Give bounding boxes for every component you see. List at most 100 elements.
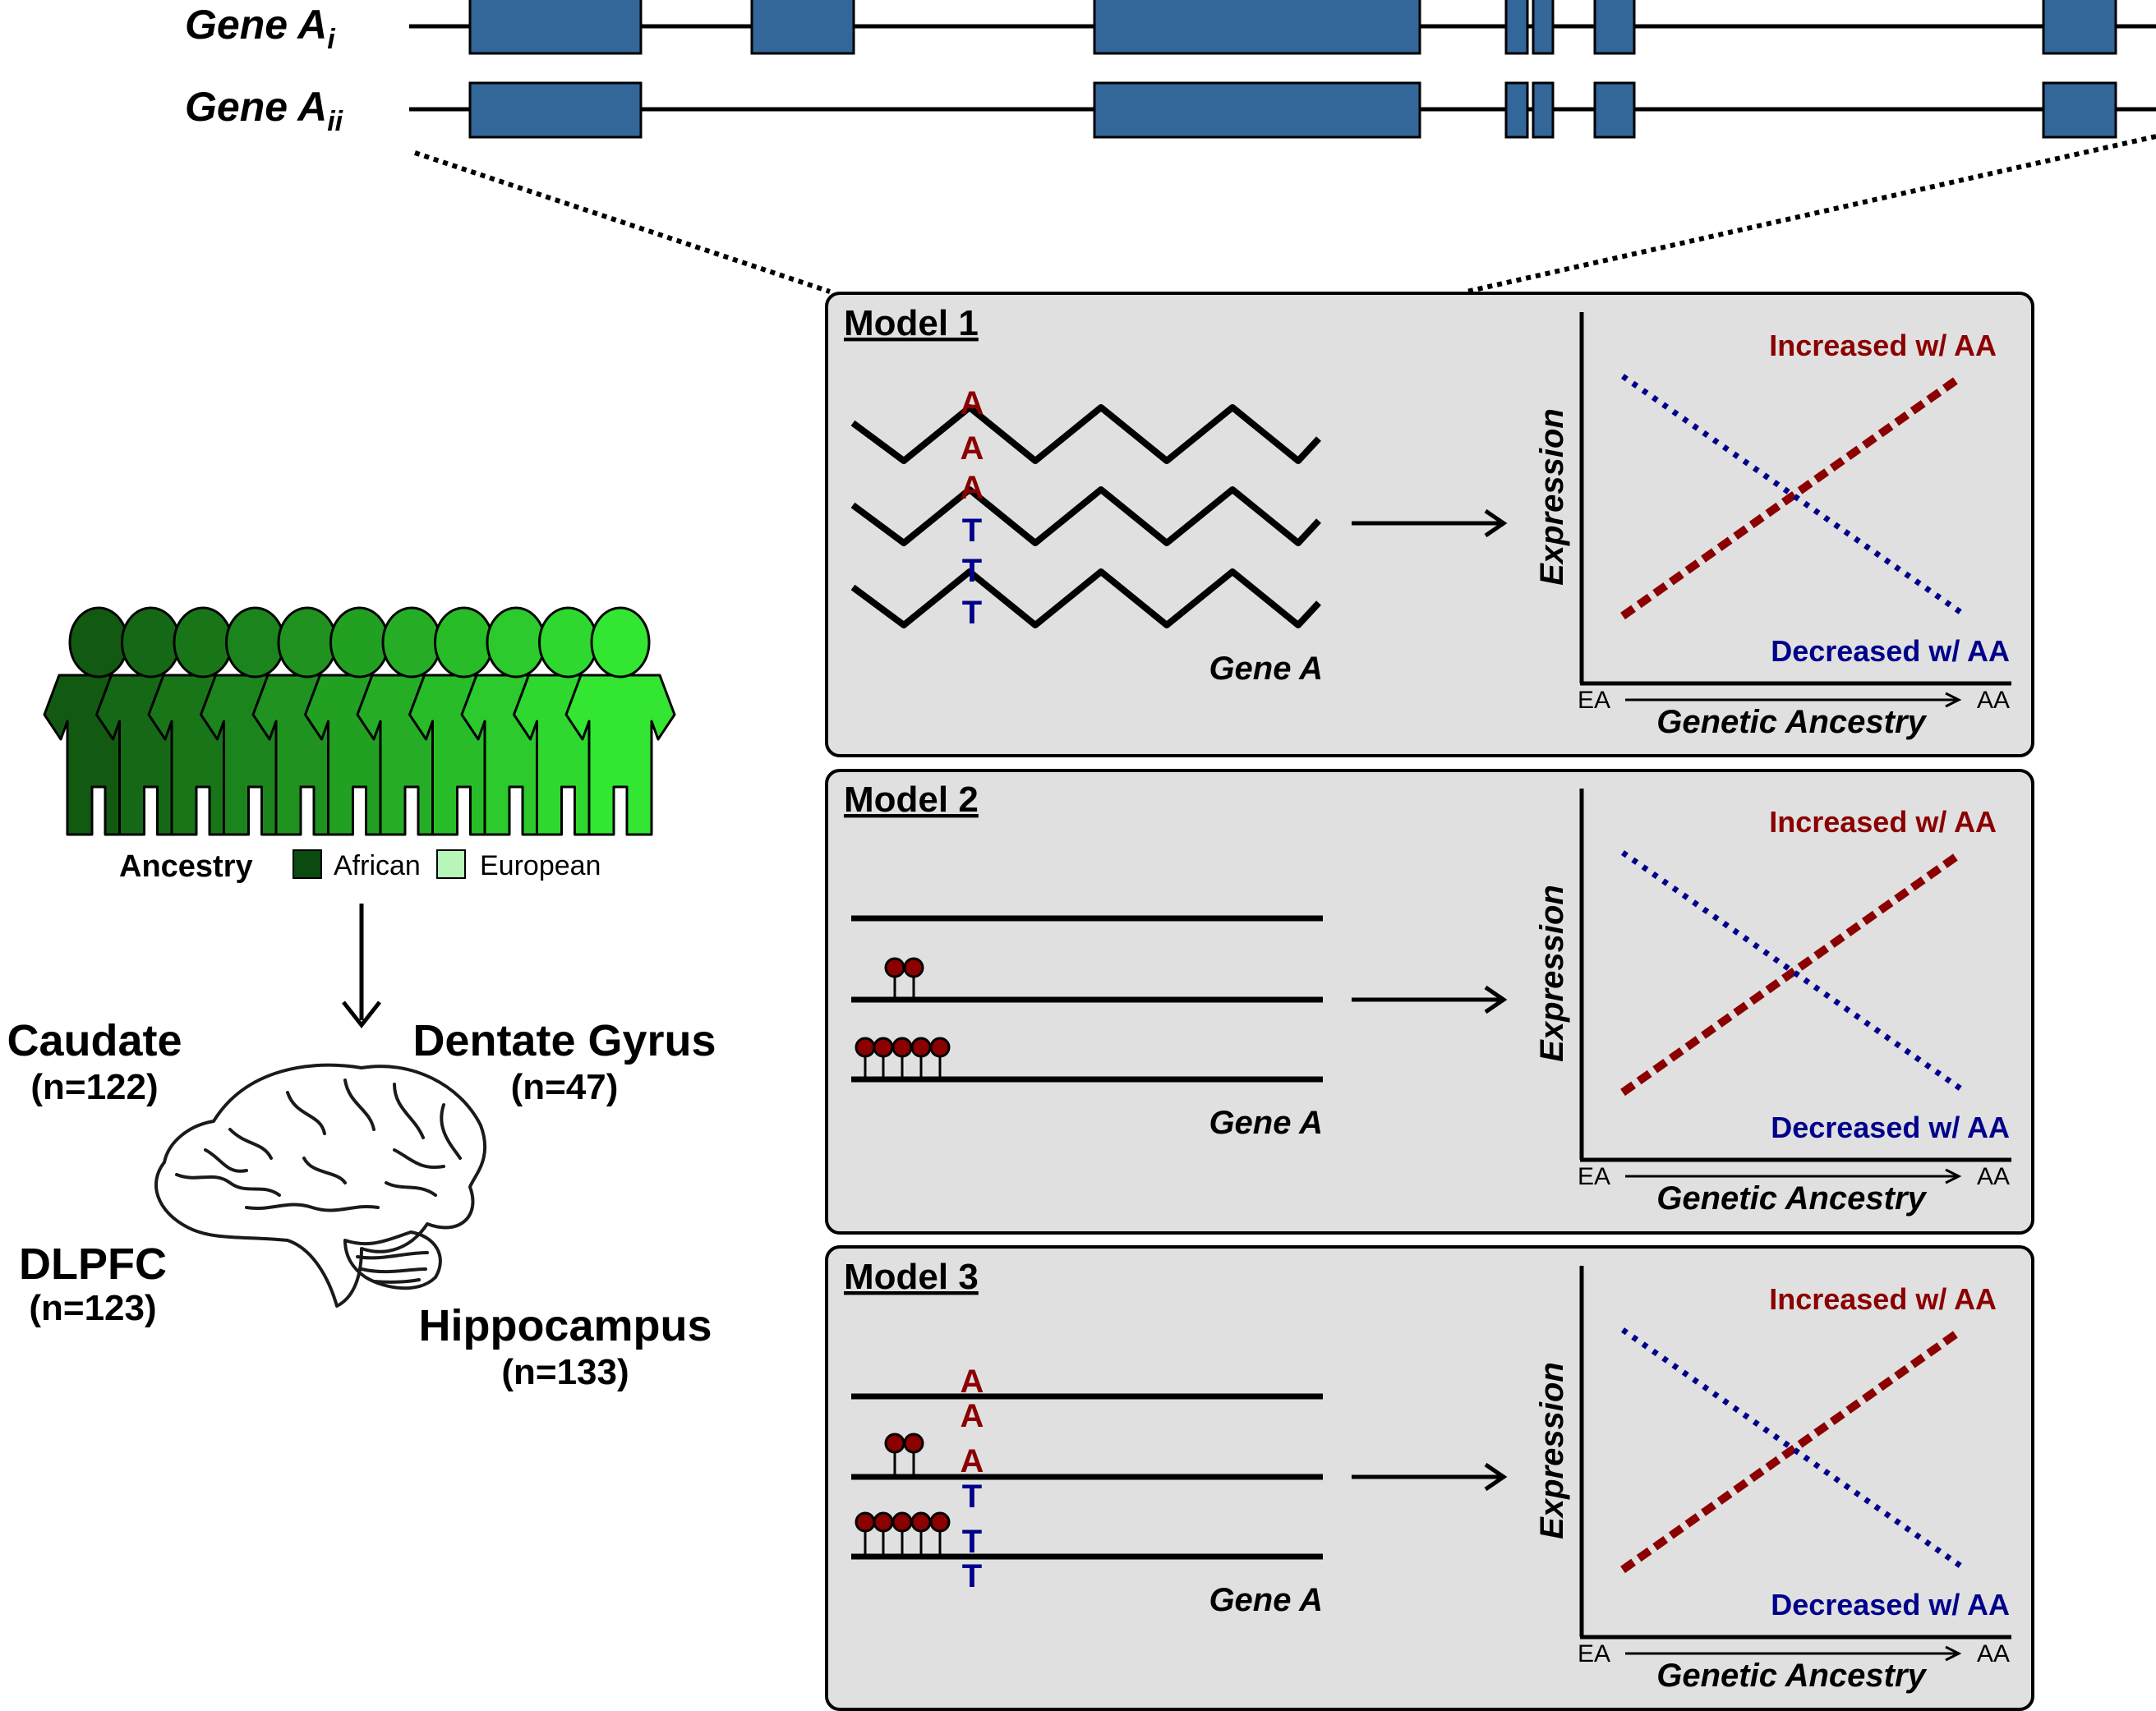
exon xyxy=(468,0,643,55)
model-1-title: Model 1 xyxy=(844,303,979,343)
methyl-mark xyxy=(891,1037,913,1058)
x-axis-end-label: AA xyxy=(1977,687,2010,714)
x-axis-start-label: EA xyxy=(1578,687,1610,714)
increased-label: Increased w/ AA xyxy=(1769,329,1997,362)
exon xyxy=(1093,0,1421,55)
methyl-mark xyxy=(910,1511,932,1533)
decreased-label: Decreased w/ AA xyxy=(1771,634,2010,668)
allele: A xyxy=(961,1398,984,1434)
region-dlpfc-n: (n=123) xyxy=(29,1288,156,1328)
person-head xyxy=(277,606,338,678)
model-3-gene-label: Gene A xyxy=(1209,1582,1323,1618)
model-1-gene-label: Gene A xyxy=(1209,651,1323,687)
gene-to-plot-arrowhead xyxy=(1484,985,1508,1014)
gene-isoform-ii: Gene Aii xyxy=(185,81,2156,139)
allele: T xyxy=(962,595,982,631)
person-head xyxy=(121,606,181,678)
model-2-gene-label: Gene A xyxy=(1209,1105,1323,1141)
european-label: European xyxy=(480,850,601,881)
african-label: African xyxy=(334,850,421,881)
person-head xyxy=(381,606,442,678)
exon xyxy=(1532,81,1555,139)
y-axis-label: Expression xyxy=(1534,408,1570,586)
ancestry-legend-title: Ancestry xyxy=(119,849,253,884)
methyl-mark xyxy=(884,1433,905,1454)
exon xyxy=(1593,0,1636,55)
exon xyxy=(1093,81,1421,139)
methyl-mark xyxy=(903,1433,924,1454)
ancestry-legend: Ancestry African European xyxy=(119,849,601,884)
african-swatch xyxy=(293,849,322,879)
person-head xyxy=(225,606,285,678)
allele: A xyxy=(961,1364,984,1400)
gene-isoform-ii-label: Gene Aii xyxy=(185,84,344,137)
model-1-dna-strands xyxy=(850,404,1321,628)
methyl-mark xyxy=(903,957,924,978)
decreased-trend-line xyxy=(1620,1327,1966,1571)
model-2-title: Model 2 xyxy=(844,780,979,820)
model-3-dna-lines xyxy=(851,1393,1323,1560)
exon xyxy=(2042,0,2117,55)
model-2-dna-lines xyxy=(851,915,1323,1083)
decreased-label: Decreased w/ AA xyxy=(1771,1588,2010,1621)
model-3-title: Model 3 xyxy=(844,1257,979,1297)
exon xyxy=(468,81,643,139)
ancestry-arrowhead xyxy=(1945,1168,1962,1184)
gene-isoform-i-exons xyxy=(468,0,2117,55)
increased-label: Increased w/ AA xyxy=(1769,1282,1997,1316)
model-3-alleles: A A A T T T xyxy=(961,1364,984,1594)
y-axis-label: Expression xyxy=(1534,885,1570,1062)
increased-label: Increased w/ AA xyxy=(1769,805,1997,839)
allele: T xyxy=(962,513,982,549)
allele: T xyxy=(962,553,982,589)
methyl-mark xyxy=(873,1037,894,1058)
person-head xyxy=(329,606,389,678)
person-head xyxy=(68,606,129,678)
region-hippocampus-n: (n=133) xyxy=(501,1352,629,1392)
zoom-line-right xyxy=(1466,134,2156,294)
allele: A xyxy=(961,470,984,506)
region-dentate-gyrus-name: Dentate Gyrus xyxy=(412,1016,716,1065)
x-axis-end-label: AA xyxy=(1977,1640,2010,1667)
gene-isoform-ii-exons xyxy=(468,81,2117,139)
x-axis-start-label: EA xyxy=(1578,1163,1610,1190)
x-axis-label: Genetic Ancestry xyxy=(1656,704,1927,740)
gene-to-plot-arrowhead xyxy=(1484,508,1508,538)
exon xyxy=(1532,0,1555,55)
increased-trend-line xyxy=(1620,1329,1960,1574)
gene-isoform-i-label: Gene Ai xyxy=(185,2,336,55)
exon xyxy=(1504,0,1529,55)
allele: T xyxy=(962,1479,982,1515)
methyl-mark xyxy=(910,1037,932,1058)
ancestry-people-group xyxy=(43,606,676,836)
allele: A xyxy=(961,385,984,421)
ancestry-arrowhead xyxy=(1945,1645,1962,1662)
decreased-trend-line xyxy=(1620,374,1966,617)
model-plots: Increased w/ AA Decreased w/ AA Expression… xyxy=(1352,312,2011,1694)
y-axis-label: Expression xyxy=(1534,1362,1570,1539)
allele: T xyxy=(962,1558,982,1594)
region-caudate-name: Caudate xyxy=(7,1016,182,1065)
model-3-expression-plot: Increased w/ AA Decreased w/ AA Expression… xyxy=(1352,1266,2011,1694)
region-hippocampus-name: Hippocampus xyxy=(418,1301,712,1350)
exon xyxy=(2042,81,2117,139)
model-2-methylation xyxy=(855,957,951,1079)
x-axis-label: Genetic Ancestry xyxy=(1656,1658,1927,1694)
methyl-mark xyxy=(855,1037,876,1058)
person-head xyxy=(434,606,494,678)
methyl-mark xyxy=(929,1511,951,1533)
person-head xyxy=(590,606,651,678)
x-axis-end-label: AA xyxy=(1977,1163,2010,1190)
gene-to-plot-arrowhead xyxy=(1484,1462,1508,1492)
model-1-expression-plot: Increased w/ AA Decreased w/ AA Expression… xyxy=(1352,312,2011,740)
increased-trend-line xyxy=(1620,852,1960,1097)
exon xyxy=(750,0,855,55)
decreased-trend-line xyxy=(1620,850,1966,1093)
methyl-mark xyxy=(873,1511,894,1533)
region-caudate-n: (n=122) xyxy=(30,1067,158,1107)
methyl-mark xyxy=(855,1511,876,1533)
person-head xyxy=(538,606,598,678)
exon xyxy=(1504,81,1529,139)
